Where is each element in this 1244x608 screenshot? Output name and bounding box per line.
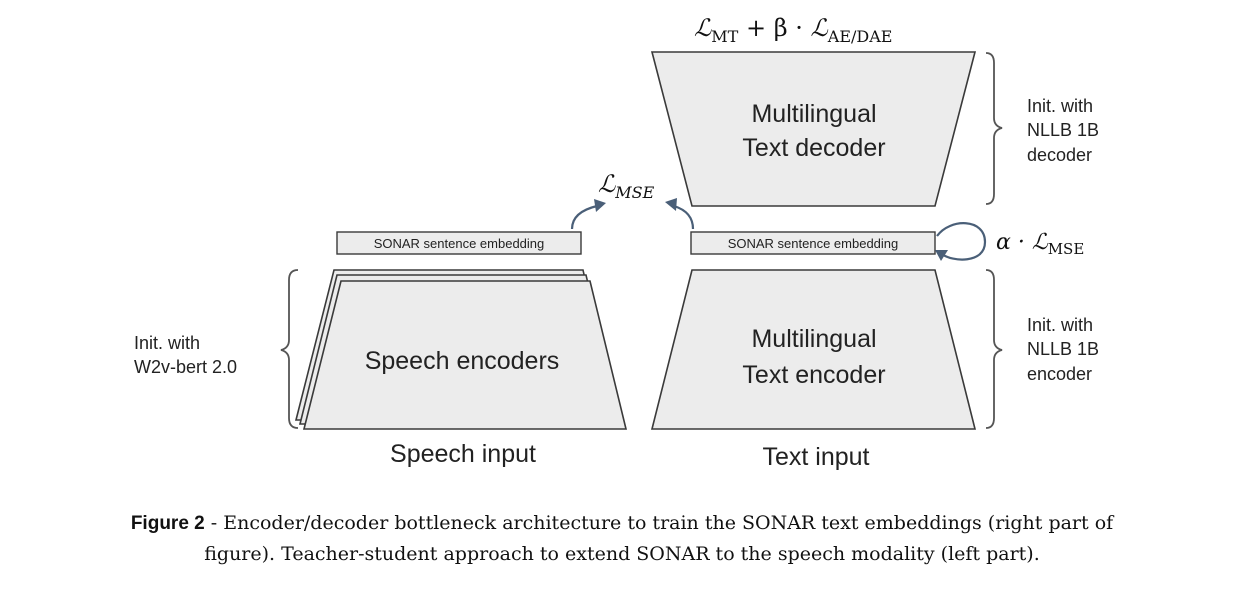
decoder-init-line3: decoder — [1027, 145, 1092, 165]
text-encoder-init-line1: Init. with — [1027, 315, 1093, 335]
text-encoder-init-line3: encoder — [1027, 364, 1092, 384]
text-encoder-label-line2: Text encoder — [742, 361, 885, 389]
figure-caption: Figure 2 - Encoder/decoder bottleneck ar… — [30, 508, 1214, 569]
text-decoder-label-line1: Multilingual — [751, 100, 876, 128]
figure-number: Figure 2 — [130, 513, 205, 534]
caption-line-1: Figure 2 - Encoder/decoder bottleneck ar… — [30, 508, 1214, 539]
architecture-diagram: ℒMT + β · ℒAE/DAE Multilingual Text deco… — [134, 14, 1099, 471]
text-decoder-block — [650, 51, 977, 207]
text-input-label: Text input — [762, 443, 869, 471]
text-sonar-embedding-label: SONAR sentence embedding — [728, 236, 899, 251]
speech-input-label: Speech input — [390, 440, 536, 468]
speech-encoder-init-line2: W2v-bert 2.0 — [134, 357, 237, 377]
text-encoder-init-line2: NLLB 1B — [1027, 339, 1099, 359]
self-loss-loop-arrowhead — [935, 250, 948, 261]
text-sonar-embedding-bar — [690, 231, 936, 255]
text-decoder-label-line2: Text decoder — [742, 134, 885, 162]
speech-encoder-label: Speech encoders — [365, 347, 560, 375]
decoder-init-line1: Init. with — [1027, 96, 1093, 116]
text-encoder-label-line1: Multilingual — [751, 325, 876, 353]
speech-sonar-embedding-label: SONAR sentence embedding — [374, 236, 545, 251]
speech-to-mse-arrow — [570, 204, 598, 230]
self-loss-loop-arrow — [936, 222, 987, 261]
speech-encoder-init-line1: Init. with — [134, 333, 200, 353]
self-loss-label: α · ℒMSE — [996, 230, 1084, 258]
speech-to-mse-arrowhead — [594, 199, 606, 212]
speech-encoder-brace — [280, 269, 299, 429]
text-to-mse-arrowhead — [665, 198, 677, 211]
text-to-mse-arrow — [673, 204, 695, 230]
decoder-loss-formula: ℒMT + β · ℒAE/DAE — [694, 14, 892, 46]
decoder-init-line2: NLLB 1B — [1027, 120, 1099, 140]
text-encoder-block — [650, 269, 977, 430]
speech-encoder-block — [302, 280, 628, 430]
speech-sonar-embedding-bar — [336, 231, 582, 255]
caption-line-2: figure). Teacher-student approach to ext… — [204, 543, 1040, 565]
caption-text-1: - Encoder/decoder bottleneck architectur… — [204, 512, 1114, 534]
decoder-brace — [985, 52, 1003, 205]
text-encoder-brace — [985, 269, 1003, 429]
mse-loss-label: ℒMSE — [598, 170, 655, 202]
